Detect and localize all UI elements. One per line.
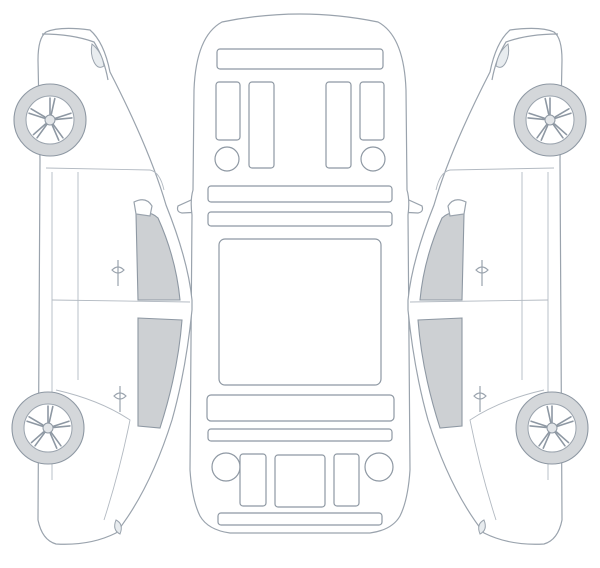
windshield-lower[interactable] [207, 185, 393, 203]
wheel-spoke [32, 123, 47, 136]
rear-window-lower[interactable] [207, 428, 393, 442]
wheel-spoke [527, 117, 545, 121]
rear-window-upper[interactable] [206, 394, 395, 422]
front-left-wheel-top[interactable] [214, 146, 240, 172]
right-rear-window[interactable] [417, 317, 463, 429]
right-side-mirror[interactable] [447, 199, 467, 217]
right-front-hood-line [491, 33, 559, 81]
left-rear-door-handle[interactable] [113, 386, 127, 412]
wheel-spoke [554, 431, 566, 447]
right-rear-door-handle[interactable] [473, 386, 487, 412]
wheel-spoke [540, 124, 549, 141]
trunk-center-panel[interactable] [274, 454, 326, 508]
wheel-spoke [26, 420, 45, 428]
right-rear-contour [469, 389, 545, 521]
front-left-headlight[interactable] [215, 81, 241, 141]
left-side-mirror[interactable] [133, 199, 153, 217]
trunk-right-panel[interactable] [333, 453, 360, 507]
left-rear-contour [55, 389, 131, 521]
car-top-view[interactable] [176, 13, 424, 534]
right-headlight[interactable] [495, 43, 510, 68]
wheel-spoke [28, 415, 44, 426]
wheel-spoke [546, 405, 552, 423]
wheel-spoke [51, 124, 60, 141]
wheel-spoke [51, 420, 70, 428]
wheel-spoke [50, 97, 56, 115]
left-door-split [51, 299, 191, 303]
left-front-wheel[interactable] [13, 83, 87, 157]
wheel-spoke [553, 123, 568, 136]
wheel-spoke [28, 112, 47, 120]
right-rear-wheel[interactable] [515, 391, 589, 465]
wheel-spoke [55, 117, 73, 121]
left-front-hood-line [41, 33, 109, 81]
trunk-left-panel[interactable] [239, 453, 267, 507]
wheel-spoke [49, 432, 58, 449]
wheel-spoke [53, 112, 72, 120]
windshield-upper[interactable] [207, 211, 393, 227]
wheel-spoke [48, 405, 54, 423]
right-taillight[interactable] [478, 519, 486, 535]
left-headlight[interactable] [90, 43, 105, 68]
wheel-spoke [528, 112, 547, 120]
wheel-spoke [34, 431, 46, 447]
rear-bumper[interactable] [217, 512, 383, 526]
rear-left-wheel-top[interactable] [211, 452, 241, 482]
front-right-headlight[interactable] [359, 81, 385, 141]
wheel-spoke [553, 112, 572, 120]
left-taillight[interactable] [114, 519, 122, 535]
wheel-spoke [554, 107, 570, 118]
wheel-spoke [529, 425, 547, 429]
wheel-spoke [552, 123, 564, 139]
wheel-spoke [36, 123, 48, 139]
front-right-wheel-top[interactable] [360, 146, 386, 172]
wheel-spoke [544, 97, 550, 115]
right-front-wheel[interactable] [513, 83, 587, 157]
wheel-spoke [542, 432, 551, 449]
left-rear-wheel[interactable] [11, 391, 85, 465]
wheel-spoke [52, 123, 64, 139]
wheel-spoke [556, 415, 572, 426]
wheel-spoke [555, 431, 570, 444]
wheel-spoke [30, 431, 45, 444]
right-door-split [409, 299, 549, 303]
right-front-door-handle[interactable] [475, 260, 489, 286]
left-beltline [45, 167, 165, 191]
hood-left-panel[interactable] [248, 81, 275, 169]
left-front-door-handle[interactable] [111, 260, 125, 286]
right-beltline [435, 167, 555, 191]
wheel-spoke [30, 107, 46, 118]
rear-right-wheel-top[interactable] [364, 452, 394, 482]
hood-right-panel[interactable] [325, 81, 352, 169]
roof[interactable] [218, 238, 382, 386]
wheel-spoke [536, 123, 548, 139]
wheel-spoke [555, 420, 574, 428]
wheel-spoke [53, 425, 71, 429]
car-left-side-view[interactable] [11, 27, 193, 545]
car-right-side-view[interactable] [407, 27, 589, 545]
front-bumper[interactable] [216, 48, 384, 70]
wheel-spoke [530, 420, 549, 428]
wheel-spoke [50, 431, 62, 447]
wheel-spoke [538, 431, 550, 447]
left-rear-window[interactable] [137, 317, 183, 429]
